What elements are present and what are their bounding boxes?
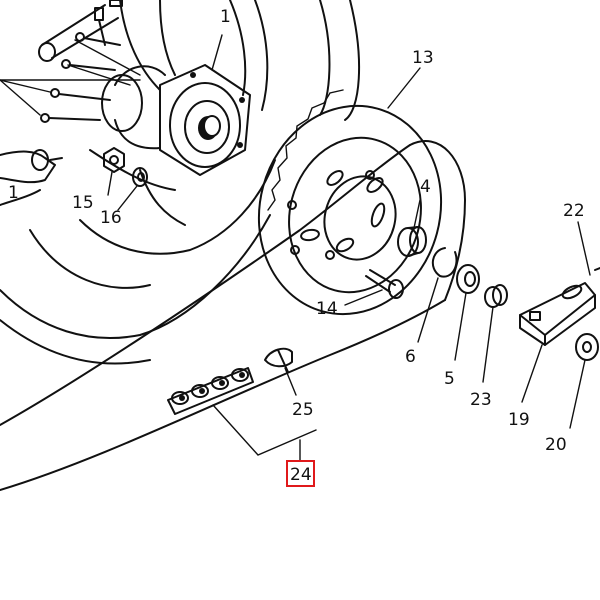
rear-tire bbox=[0, 0, 361, 365]
callout-5: 5 bbox=[444, 369, 455, 389]
callout-13: 13 bbox=[412, 48, 434, 68]
washer-5 bbox=[456, 264, 480, 294]
wheel-spokes bbox=[89, 0, 186, 226]
chain-clip-25 bbox=[264, 347, 293, 373]
nut-15 bbox=[103, 147, 125, 173]
callout-labels: 1 13 4 22 15 16 14 6 5 23 19 20 25 1 24 bbox=[8, 7, 585, 487]
washer-20 bbox=[575, 333, 599, 361]
callout-4: 4 bbox=[420, 177, 431, 197]
callout-22: 22 bbox=[563, 201, 585, 221]
callout-19: 19 bbox=[508, 410, 530, 430]
callout-14: 14 bbox=[316, 299, 338, 319]
callout-20: 20 bbox=[545, 435, 567, 455]
callout-1-lower: 1 bbox=[8, 183, 19, 203]
callout-25: 25 bbox=[292, 400, 314, 420]
leader-fan bbox=[0, 39, 141, 116]
wheel-hub bbox=[101, 64, 251, 176]
callout-6: 6 bbox=[405, 347, 416, 367]
callout-24[interactable]: 24 bbox=[290, 465, 312, 485]
sprocket-bolt-14 bbox=[365, 269, 404, 299]
axle-tube bbox=[38, 0, 123, 62]
callout-15: 15 bbox=[72, 193, 94, 213]
drive-chain bbox=[0, 140, 466, 491]
hub-bolts bbox=[40, 7, 121, 123]
chain-puller-19 bbox=[519, 267, 600, 346]
leader-lines bbox=[107, 34, 591, 461]
callout-23: 23 bbox=[470, 390, 492, 410]
rear-sprocket bbox=[257, 89, 443, 316]
chain-joint-24 bbox=[167, 367, 254, 415]
left-clamp bbox=[0, 149, 63, 206]
collar-4 bbox=[397, 226, 427, 257]
callout-16: 16 bbox=[100, 208, 122, 228]
callout-24-highlight-box bbox=[286, 460, 315, 487]
callout-1: 1 bbox=[220, 7, 231, 27]
washer-16 bbox=[132, 167, 148, 187]
circlip-6 bbox=[431, 247, 458, 278]
spacer-23 bbox=[484, 284, 508, 308]
